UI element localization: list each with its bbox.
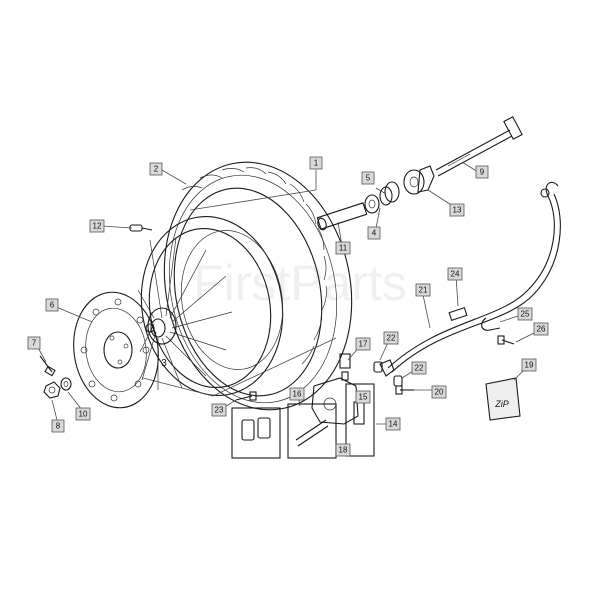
hose-clip <box>481 317 501 331</box>
axle-spacer <box>316 202 368 231</box>
callout-13: 13 <box>449 203 465 217</box>
valve-bolt <box>129 224 153 232</box>
svg-text:5: 5 <box>366 174 371 183</box>
callout-24: 24 <box>447 267 463 281</box>
brake-pad-set <box>231 407 281 459</box>
svg-text:11: 11 <box>339 244 348 253</box>
svg-text:8: 8 <box>56 422 61 431</box>
callout-22-upper: 22 <box>383 331 399 345</box>
callout-1: 1 <box>309 156 323 170</box>
callout-18: 18 <box>335 443 351 457</box>
callout-16: 16 <box>289 387 305 401</box>
bolt-20 <box>395 385 414 395</box>
seal-ring <box>379 181 400 206</box>
svg-text:24: 24 <box>451 270 460 279</box>
banjo-bolt <box>373 361 383 373</box>
svg-text:12: 12 <box>93 222 102 231</box>
svg-text:18: 18 <box>339 446 348 455</box>
svg-text:14: 14 <box>389 420 398 429</box>
callout-12: 12 <box>89 219 105 233</box>
svg-text:19: 19 <box>525 361 534 370</box>
callout-10: 10 <box>75 407 91 421</box>
caliper-bolt <box>235 391 257 401</box>
callout-5: 5 <box>361 171 375 185</box>
bearing <box>364 194 380 214</box>
brake-disc <box>73 291 159 409</box>
disc-bolt <box>39 355 56 377</box>
callout-8: 8 <box>51 419 65 433</box>
disc-nut <box>43 381 61 399</box>
svg-text:1: 1 <box>314 159 319 168</box>
svg-text:17: 17 <box>359 340 368 349</box>
svg-text:ZiP: ZiP <box>494 399 509 409</box>
hub-label: 3 <box>161 358 167 369</box>
tire <box>163 161 353 411</box>
svg-text:13: 13 <box>453 206 462 215</box>
callout-23: 23 <box>211 403 227 417</box>
banjo-bolt-lower <box>393 375 403 387</box>
svg-text:20: 20 <box>435 388 444 397</box>
rim <box>137 215 284 397</box>
callout-21: 21 <box>415 283 431 297</box>
svg-text:6: 6 <box>50 301 55 310</box>
callout-17: 17 <box>355 337 371 351</box>
svg-text:9: 9 <box>480 168 485 177</box>
callout-14: 14 <box>385 417 401 431</box>
wheel-assembly-bracket <box>142 337 337 397</box>
svg-text:16: 16 <box>293 390 302 399</box>
logo-badge: ZiP <box>485 377 521 421</box>
caliper-pin-set <box>287 403 337 459</box>
callout-22-lower: 22 <box>411 361 427 375</box>
speedo-drive <box>403 165 435 195</box>
callout-9: 9 <box>475 165 489 179</box>
callout-2: 2 <box>149 162 163 176</box>
caliper-bracket <box>345 383 375 457</box>
axle-shaft <box>435 116 523 177</box>
callout-25: 25 <box>517 307 533 321</box>
callout-6: 6 <box>45 298 59 312</box>
caliper-clip <box>353 401 365 425</box>
brake-hose <box>379 181 561 377</box>
svg-text:10: 10 <box>79 410 88 419</box>
svg-text:22: 22 <box>387 334 396 343</box>
svg-text:15: 15 <box>359 393 368 402</box>
svg-text:25: 25 <box>521 310 530 319</box>
svg-text:23: 23 <box>215 406 224 415</box>
svg-text:26: 26 <box>537 325 546 334</box>
svg-text:4: 4 <box>372 229 377 238</box>
svg-text:22: 22 <box>415 364 424 373</box>
svg-text:21: 21 <box>419 286 428 295</box>
watermark-text: FirstParts <box>193 255 407 311</box>
clip-bolt <box>497 335 515 345</box>
callout-7: 7 <box>27 336 41 350</box>
callout-11: 11 <box>335 241 351 255</box>
disc-washer <box>60 377 72 391</box>
callout-20: 20 <box>431 385 447 399</box>
svg-text:7: 7 <box>32 339 37 348</box>
callout-4: 4 <box>367 226 381 240</box>
callout-15: 15 <box>355 390 371 404</box>
callout-19: 19 <box>521 358 537 372</box>
callout-26: 26 <box>533 322 549 336</box>
svg-text:2: 2 <box>154 165 159 174</box>
